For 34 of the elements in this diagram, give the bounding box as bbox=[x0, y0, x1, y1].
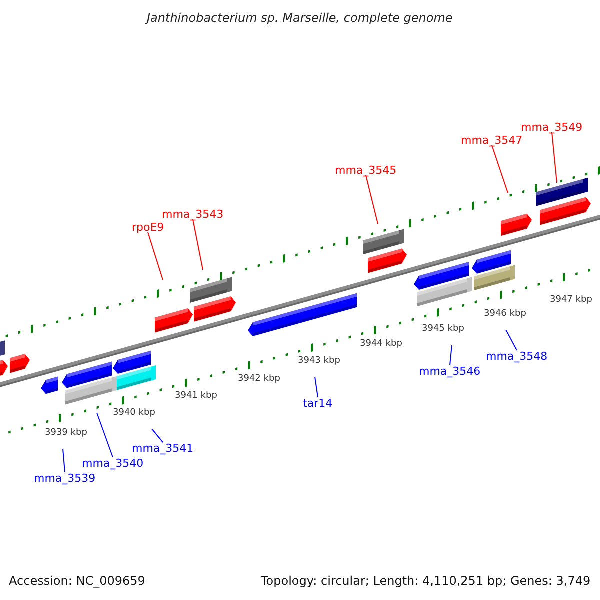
leader-line bbox=[62, 448, 66, 473]
gene-label: rpoE9 bbox=[132, 222, 164, 232]
gene-label: mma_3547 bbox=[461, 134, 523, 146]
gene-label: mma_3540 bbox=[82, 458, 144, 468]
scale-label: 3943 kbp bbox=[298, 356, 340, 366]
footer-text: Topology: circular; Length: 4,110,251 bp; Genes: 3,749 bbox=[261, 575, 591, 587]
leader-line bbox=[450, 344, 452, 366]
leader-line bbox=[96, 412, 114, 458]
gene-label: mma_3543 bbox=[162, 208, 224, 220]
title: Janthinobacterium sp. Marseille, complete genome bbox=[147, 12, 453, 24]
gene-label: mma_3546 bbox=[419, 366, 481, 376]
leader-line bbox=[314, 376, 318, 398]
leader-line bbox=[552, 132, 558, 184]
gene-label: mma_3545 bbox=[335, 164, 397, 176]
scale-label: 3940 kbp bbox=[113, 408, 156, 418]
leader-line bbox=[506, 330, 518, 351]
leader-line bbox=[192, 219, 204, 270]
leader-line bbox=[492, 145, 508, 194]
footer-text: Accession: NC_009659 bbox=[9, 575, 146, 587]
leader-line bbox=[366, 175, 378, 224]
scale-label: 3942 kbp bbox=[238, 374, 280, 384]
gene-label: mma_3549 bbox=[521, 122, 583, 132]
leader-line bbox=[152, 428, 164, 443]
gene-label: mma_3548 bbox=[486, 350, 548, 362]
leader-line bbox=[148, 232, 164, 280]
scale-label: 3947 kbp bbox=[550, 296, 592, 304]
gene-label: mma_3541 bbox=[132, 442, 194, 454]
scale-label: 3946 kbp bbox=[484, 310, 526, 318]
scale-label: 3941 kbp bbox=[175, 392, 218, 400]
scale-label: 3939 kbp bbox=[45, 428, 88, 438]
gene-label: mma_3539 bbox=[34, 472, 96, 484]
scale-label: 3944 kbp bbox=[360, 340, 402, 348]
gene-label: tar14 bbox=[303, 398, 333, 408]
scale-label: 3945 kbp bbox=[422, 324, 464, 334]
